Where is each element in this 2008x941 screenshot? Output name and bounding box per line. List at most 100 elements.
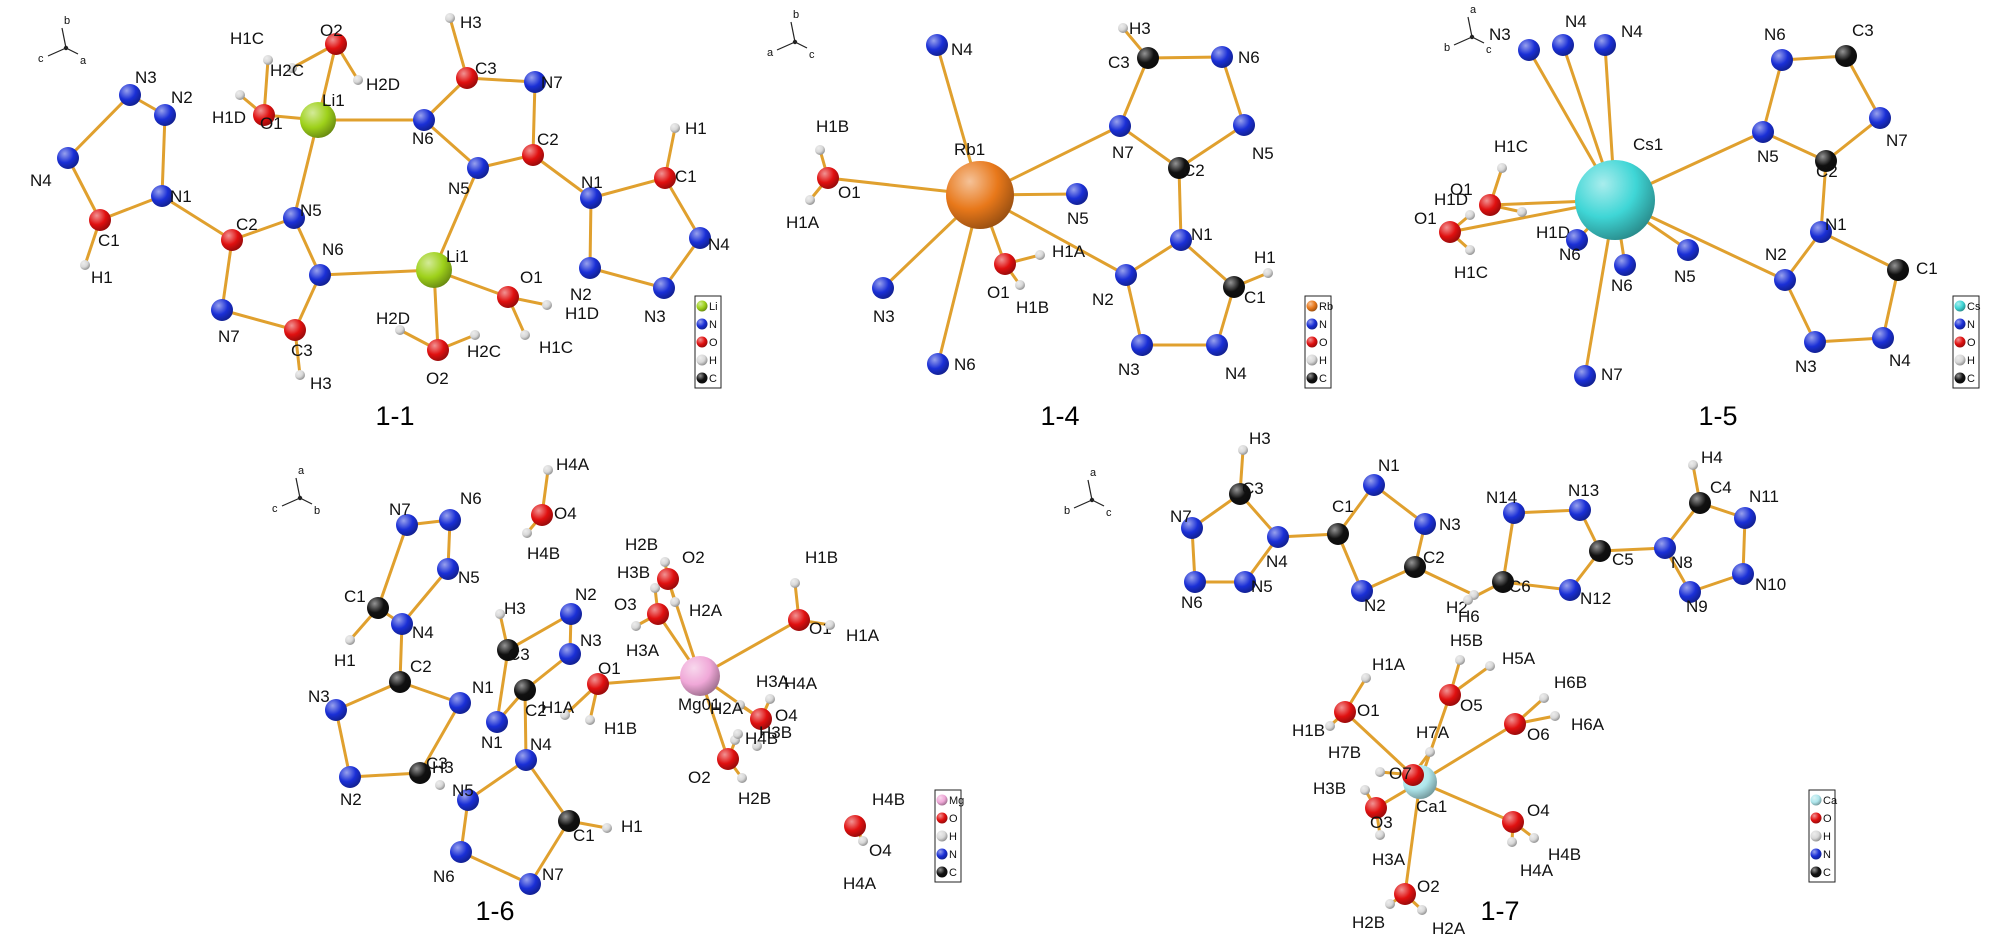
atom-label: H6B bbox=[1554, 673, 1587, 692]
atom-label: H3 bbox=[1129, 19, 1151, 38]
atom-rb bbox=[946, 161, 1014, 229]
atom-label: Li1 bbox=[446, 247, 469, 266]
atom-n bbox=[1679, 581, 1701, 603]
atom-label: N3 bbox=[873, 307, 895, 326]
atom-label: N5 bbox=[300, 201, 322, 220]
atom-label: H1B bbox=[816, 117, 849, 136]
atom-n bbox=[1414, 513, 1436, 535]
legend-label: N bbox=[709, 319, 717, 331]
atom-label: H1 bbox=[621, 817, 643, 836]
atom-o bbox=[654, 167, 676, 189]
atom-c bbox=[1223, 276, 1245, 298]
atom-label: C1 bbox=[1916, 259, 1938, 278]
legend-swatch-h bbox=[1810, 830, 1822, 842]
panel-title: 1-4 bbox=[1040, 401, 1079, 431]
atom-n bbox=[1233, 114, 1255, 136]
atom-label: C2 bbox=[525, 701, 547, 720]
atom-label: Mg01 bbox=[678, 695, 721, 714]
atom-n bbox=[926, 34, 948, 56]
axis-b-label: b bbox=[314, 505, 320, 517]
atom-h bbox=[765, 694, 775, 704]
atom-n bbox=[1109, 115, 1131, 137]
atom-label: H4B bbox=[745, 729, 778, 748]
atom-n bbox=[1872, 327, 1894, 349]
atom-n bbox=[1752, 121, 1774, 143]
atom-label: C3 bbox=[291, 341, 313, 360]
atom-label: N7 bbox=[1112, 143, 1134, 162]
atom-n bbox=[1518, 39, 1540, 61]
atom-label: O1 bbox=[987, 283, 1010, 302]
atom-n bbox=[1677, 239, 1699, 261]
atom-label: H1C bbox=[539, 338, 573, 357]
panel-title: 1-7 bbox=[1480, 896, 1519, 926]
legend-label: H bbox=[1823, 831, 1831, 843]
atom-n bbox=[1066, 183, 1088, 205]
atom-o bbox=[647, 603, 669, 625]
atom-n bbox=[151, 185, 173, 207]
atom-label: C3 bbox=[1852, 21, 1874, 40]
atom-n bbox=[1115, 264, 1137, 286]
atom-label: H3 bbox=[432, 758, 454, 777]
bond bbox=[1819, 230, 1900, 272]
atom-h bbox=[395, 325, 405, 335]
atom-label: N6 bbox=[322, 240, 344, 259]
atom-n bbox=[1206, 334, 1228, 356]
bond bbox=[98, 194, 164, 222]
atom-n bbox=[559, 643, 581, 665]
atom-h bbox=[353, 75, 363, 85]
atom-label: C1 bbox=[344, 587, 366, 606]
atom-label: H1 bbox=[91, 268, 113, 287]
atom-h bbox=[1463, 595, 1473, 605]
atom-label: N1 bbox=[581, 173, 603, 192]
atom-label: H4B bbox=[1548, 845, 1581, 864]
atom-h bbox=[235, 90, 245, 100]
legend-swatch-o bbox=[936, 812, 948, 824]
bond bbox=[66, 93, 132, 160]
atom-n bbox=[1614, 254, 1636, 276]
atom-label: C3 bbox=[1108, 53, 1130, 72]
bond bbox=[1844, 54, 1882, 120]
atom-h bbox=[520, 330, 530, 340]
atom-label: H2C bbox=[270, 61, 304, 80]
legend-label: O bbox=[1319, 337, 1328, 349]
atom-label: H1B bbox=[1292, 721, 1325, 740]
atom-o bbox=[1365, 797, 1387, 819]
atom-label: N12 bbox=[1580, 589, 1611, 608]
atom-o bbox=[1334, 701, 1356, 723]
atom-h bbox=[1238, 445, 1248, 455]
atom-h bbox=[445, 13, 455, 23]
atom-n bbox=[119, 84, 141, 106]
bond bbox=[1501, 511, 1516, 584]
legend-swatch-o bbox=[1954, 336, 1966, 348]
legend-label: N bbox=[1319, 319, 1327, 331]
atom-label: H2D bbox=[376, 309, 410, 328]
atom-o bbox=[1502, 811, 1524, 833]
atom-label: O3 bbox=[1370, 813, 1393, 832]
atom-label: O2 bbox=[426, 369, 449, 388]
atom-o bbox=[1402, 764, 1424, 786]
atom-label: H1D bbox=[212, 108, 246, 127]
atom-n bbox=[1211, 46, 1233, 68]
atom-label: N13 bbox=[1568, 481, 1599, 500]
atom-c bbox=[1168, 157, 1190, 179]
atom-c bbox=[1589, 540, 1611, 562]
axis-a-line bbox=[295, 477, 301, 499]
bond bbox=[459, 850, 532, 886]
axis-c-label: c bbox=[809, 49, 815, 61]
legend-label: C bbox=[709, 373, 717, 385]
atom-label: N6 bbox=[1764, 25, 1786, 44]
atom-label: H1 bbox=[1254, 248, 1276, 267]
atom-n bbox=[467, 157, 489, 179]
atom-o bbox=[89, 209, 111, 231]
atom-label: N6 bbox=[460, 489, 482, 508]
atom-label: H3A bbox=[626, 641, 660, 660]
atom-c bbox=[1689, 492, 1711, 514]
bond bbox=[334, 680, 402, 712]
atom-o bbox=[221, 229, 243, 251]
atom-label: H2B bbox=[738, 789, 771, 808]
atom-label: C2 bbox=[1816, 162, 1838, 181]
